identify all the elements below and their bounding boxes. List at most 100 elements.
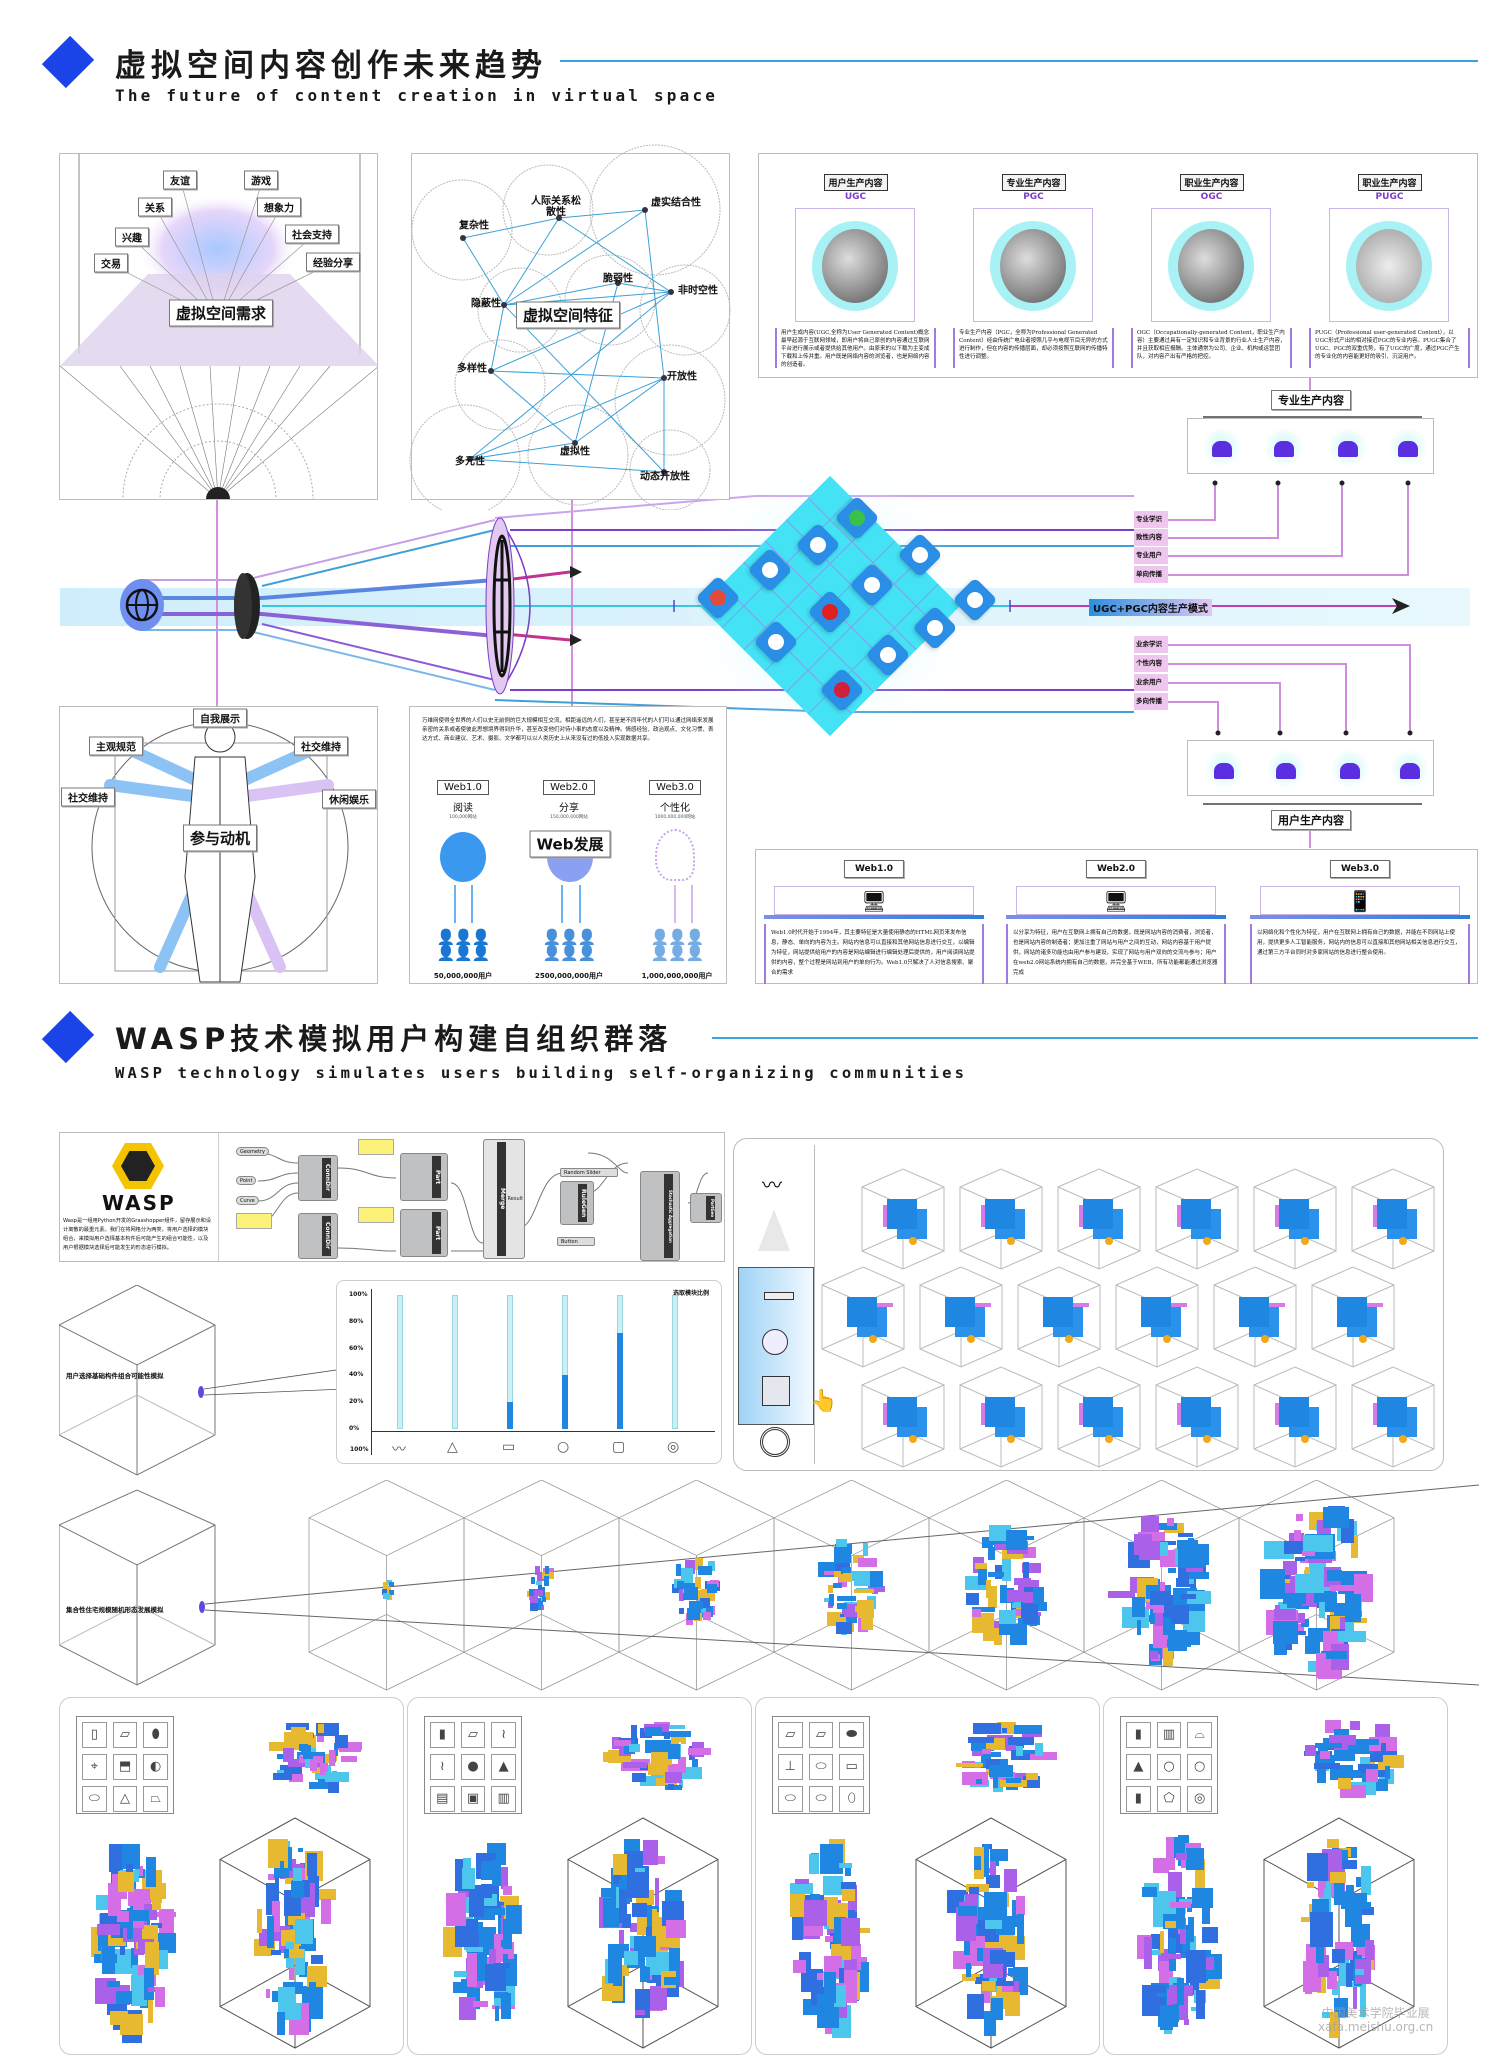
module-thumbnail[interactable]: ○	[1187, 1754, 1212, 1780]
part-combination[interactable]	[1373, 1397, 1407, 1443]
part-option-cube[interactable]	[762, 1376, 790, 1406]
web-detail-3: Web3.0 📱 以网络化和个性化为特征，用户在互联网上拥有自己的数据，并能在不…	[1250, 860, 1470, 984]
module-thumbnail[interactable]: ⬮	[143, 1722, 168, 1748]
part-combination[interactable]	[981, 1199, 1015, 1245]
users-pictogram: 👤👤👤👤👤👤	[436, 928, 490, 962]
motivation-label: 主观规范	[89, 736, 143, 756]
gh-button[interactable]: Button	[557, 1237, 595, 1246]
web-detail-desc: 以网络化和个性化为特征，用户在互联网上拥有自己的数据，并能在不同网站上使用，提供…	[1250, 924, 1470, 984]
x-tick-pyramid-part-icon: △	[447, 1439, 458, 1455]
module-thumbnail[interactable]: ≀	[430, 1754, 455, 1780]
module-thumbnail[interactable]: ▭	[839, 1754, 864, 1780]
era-name: Web1.0	[437, 780, 489, 795]
module-thumbnail[interactable]: ▱	[460, 1722, 486, 1748]
module-thumbnail[interactable]: ⬭	[808, 1754, 834, 1780]
feature-node: 多元性	[455, 456, 485, 468]
part-combination[interactable]	[1337, 1297, 1383, 1343]
module-thumbnail[interactable]: ▥	[1156, 1722, 1182, 1748]
part-option-slab[interactable]	[764, 1292, 794, 1300]
part-combination[interactable]	[945, 1297, 991, 1343]
bar-track-wave-part[interactable]	[397, 1295, 403, 1429]
factor-label: 个性内容	[1134, 655, 1168, 672]
section2-title: WASP技术模拟用户构建自组织群落	[115, 1022, 673, 1056]
module-thumbnail[interactable]: ▱	[112, 1722, 138, 1748]
module-thumbnail[interactable]: ⏢	[143, 1786, 168, 1812]
part-option-wave[interactable]: 〰	[762, 1173, 782, 1197]
module-thumbnail[interactable]: ⌓	[1187, 1722, 1212, 1748]
module-thumbnail[interactable]: ◎	[1187, 1786, 1212, 1812]
bar-track-ring-part[interactable]	[672, 1295, 678, 1429]
module-thumbnail[interactable]: ⬭	[82, 1786, 107, 1812]
part-option-pyramid[interactable]	[758, 1209, 790, 1251]
feature-node: 虚实结合性	[651, 197, 701, 209]
part-combination[interactable]	[883, 1397, 917, 1443]
part-option-sphere[interactable]	[762, 1329, 788, 1355]
part-combination[interactable]	[1043, 1297, 1089, 1343]
gh-geometry: Geometry	[236, 1147, 269, 1156]
part-combination[interactable]	[1141, 1297, 1187, 1343]
module-thumbnail[interactable]: ⬯	[839, 1786, 864, 1812]
module-set-grid: ▮▱≀ ≀●▲ ▤▣▥	[424, 1716, 522, 1814]
feature-node: 复杂性	[459, 220, 489, 232]
watermark: 中国美术学院毕业展 xafa.meishu.org.cn	[1318, 2006, 1433, 2034]
module-thumbnail[interactable]: ▥	[491, 1786, 516, 1812]
module-thumbnail[interactable]: ▯	[82, 1722, 107, 1748]
need-label: 社会支持	[285, 224, 339, 244]
era-sites: 150,000,000网站	[550, 815, 588, 820]
bar-track-pyramid-part[interactable]	[452, 1295, 458, 1429]
module-thumbnail[interactable]: ⬭	[808, 1786, 834, 1812]
module-thumbnail[interactable]: ⊥	[778, 1754, 803, 1780]
module-thumbnail[interactable]: ▮	[1126, 1786, 1151, 1812]
ai-head-icon	[655, 829, 695, 881]
needs-panel	[59, 153, 378, 500]
web-detail-desc: 以分享为特征，用户在互联网上拥有自己的数据，既是网站内容的消费者，浏览者，也是网…	[1006, 924, 1226, 984]
content-card-code: OGC	[1200, 192, 1223, 202]
ugc-photo	[795, 208, 915, 322]
gh-curve: Curve	[236, 1196, 259, 1205]
module-thumbnail[interactable]: ▱	[808, 1722, 834, 1748]
module-thumbnail[interactable]: ⬒	[112, 1754, 138, 1780]
part-combination[interactable]	[1079, 1199, 1113, 1245]
section2-divider	[712, 1037, 1478, 1039]
part-combination[interactable]	[1177, 1397, 1211, 1443]
module-thumbnail[interactable]: ▣	[460, 1786, 486, 1812]
y-tick-label: 80%	[349, 1317, 364, 1325]
gh-random-slider[interactable]: Random Slider	[560, 1168, 618, 1177]
part-combination[interactable]	[1373, 1199, 1407, 1245]
module-thumbnail[interactable]: ⌖	[82, 1754, 107, 1780]
module-thumbnail[interactable]: ≀	[491, 1722, 516, 1748]
module-thumbnail[interactable]: ▤	[430, 1786, 455, 1812]
part-combination[interactable]	[1239, 1297, 1285, 1343]
part-combination[interactable]	[883, 1199, 917, 1245]
module-thumbnail[interactable]: ◐	[143, 1754, 168, 1780]
module-thumbnail[interactable]: △	[112, 1786, 138, 1812]
module-thumbnail[interactable]: ▮	[430, 1722, 455, 1748]
vitruvian-figure	[184, 721, 256, 983]
module-thumbnail[interactable]: ▮	[1126, 1722, 1151, 1748]
part-combination[interactable]	[847, 1297, 893, 1343]
part-combination[interactable]	[1275, 1397, 1309, 1443]
features-network	[409, 144, 731, 510]
web-detail-title: Web2.0	[1085, 860, 1147, 878]
part-combination[interactable]	[1079, 1397, 1113, 1443]
content-card-title: 职业生产内容	[1179, 174, 1244, 191]
module-thumbnail[interactable]: ▲	[491, 1754, 516, 1780]
module-thumbnail[interactable]: ⬭	[778, 1786, 803, 1812]
content-card-pugc: 职业生产内容 PUGC PUGC（Professional user-gener…	[1307, 168, 1472, 368]
part-combination[interactable]	[1177, 1199, 1211, 1245]
gh-conndir-label: ConnDir	[322, 1216, 331, 1256]
part-combination[interactable]	[1275, 1199, 1309, 1245]
module-thumbnail[interactable]: ⬠	[1156, 1786, 1182, 1812]
gh-part-label: Part	[432, 1156, 441, 1198]
era-verb: 分享	[559, 803, 579, 814]
x-tick-wave-part-icon: 〰	[392, 1442, 406, 1458]
module-thumbnail[interactable]: ○	[1156, 1754, 1182, 1780]
module-thumbnail[interactable]: ▲	[1126, 1754, 1151, 1780]
module-thumbnail[interactable]: ▱	[778, 1722, 803, 1748]
globe-sphere-icon	[440, 832, 486, 882]
gh-merge-label: Merge	[497, 1142, 506, 1256]
module-thumbnail[interactable]: ●	[460, 1754, 486, 1780]
part-option-ring[interactable]	[760, 1427, 790, 1457]
module-thumbnail[interactable]: ⬬	[839, 1722, 864, 1748]
part-combination[interactable]	[981, 1397, 1015, 1443]
